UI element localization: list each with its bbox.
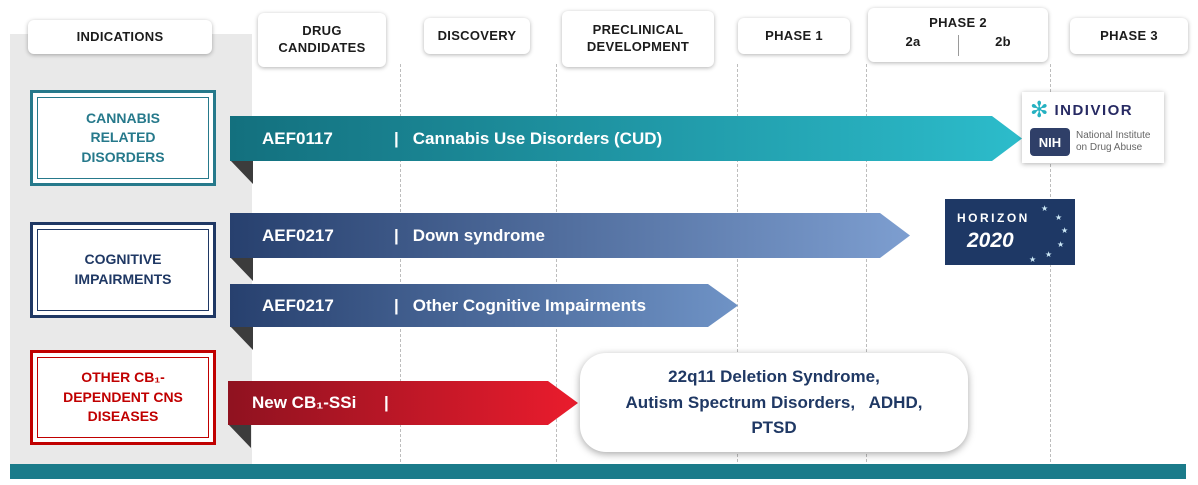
drug-candidate-label: AEF0217 bbox=[262, 225, 334, 245]
divider-pipe: | bbox=[394, 225, 399, 245]
nida-caption: National Institute on Drug Abuse bbox=[1076, 130, 1151, 155]
phase-gridline bbox=[866, 64, 867, 462]
divider-pipe: | bbox=[384, 393, 389, 412]
arrow-indication-label: Cannabis Use Disorders (CUD) bbox=[412, 128, 663, 148]
phase2-sublabels: 2a 2b bbox=[868, 34, 1048, 51]
arrow-indication-label: Down syndrome bbox=[412, 225, 546, 245]
nih-badge: NIH bbox=[1030, 128, 1070, 156]
horizon-2020-logo: HORIZON 2020 ★ ★ ★ ★ ★ ★ bbox=[945, 199, 1075, 265]
arrow-indication-label: Other Cognitive Impairments bbox=[412, 295, 647, 315]
eu-star-icon: ★ bbox=[1055, 213, 1063, 222]
indication-label: COGNITIVE IMPAIRMENTS bbox=[74, 251, 172, 287]
eu-star-icon: ★ bbox=[1029, 255, 1037, 264]
indivior-logo: ✻ INDIVIOR bbox=[1030, 99, 1156, 121]
footer-bar bbox=[10, 464, 1186, 479]
target-indications-box: 22q11 Deletion Syndrome, Autism Spectrum… bbox=[580, 353, 968, 452]
phase2b-label: 2b bbox=[995, 33, 1011, 49]
indication-label: CANNABIS RELATED DISORDERS bbox=[81, 109, 165, 165]
indication-box-cannabis: CANNABIS RELATED DISORDERS bbox=[30, 90, 216, 186]
column-header-discovery: DISCOVERY bbox=[424, 18, 530, 54]
column-header-phase1: PHASE 1 bbox=[738, 18, 850, 54]
eu-star-icon: ★ bbox=[1057, 240, 1065, 249]
nida-caption-line1: National Institute bbox=[1076, 129, 1151, 141]
target-indications-line: 22q11 Deletion Syndrome, bbox=[668, 367, 880, 387]
eu-star-icon: ★ bbox=[1061, 226, 1069, 235]
target-indications-line: PTSD bbox=[751, 418, 797, 438]
indication-label: OTHER CB₁-DEPENDENT CNS DISEASES bbox=[63, 369, 183, 425]
partners-logo-card: ✻ INDIVIOR NIH National Institute on Dru… bbox=[1022, 92, 1164, 163]
pipeline-arrow-new-cb1-ssi: New CB₁-SSi | bbox=[228, 381, 578, 425]
nida-caption-line2: on Drug Abuse bbox=[1076, 142, 1143, 153]
indivior-starburst-icon: ✻ bbox=[1030, 97, 1049, 122]
target-indications-line: Autism Spectrum Disorders, ADHD, bbox=[625, 392, 923, 412]
indivior-wordmark: INDIVIOR bbox=[1054, 101, 1134, 119]
phase2-label: PHASE 2 bbox=[929, 15, 987, 30]
phase-gridline bbox=[737, 64, 738, 462]
drug-candidate-label: AEF0217 bbox=[262, 295, 334, 315]
horizon-wordmark: HORIZON bbox=[957, 211, 1030, 225]
horizon-year: 2020 bbox=[967, 229, 1014, 252]
column-header-phase3: PHASE 3 bbox=[1070, 18, 1188, 54]
phase2-divider-line bbox=[958, 35, 959, 56]
pipeline-arrow-aef0117-cud: AEF0117 | Cannabis Use Disorders (CUD) bbox=[230, 116, 1022, 161]
column-header-drug-candidates: DRUG CANDIDATES bbox=[258, 13, 386, 67]
divider-pipe: | bbox=[394, 128, 399, 148]
pipeline-arrow-aef0217-down-syndrome: AEF0217 | Down syndrome bbox=[230, 213, 910, 258]
drug-candidate-label: New CB₁-SSi bbox=[252, 393, 357, 412]
drug-candidate-label: AEF0117 bbox=[262, 128, 333, 148]
column-header-indications: INDICATIONS bbox=[28, 20, 212, 54]
divider-pipe: | bbox=[394, 295, 399, 315]
indication-box-cb1-cns: OTHER CB₁-DEPENDENT CNS DISEASES bbox=[30, 350, 216, 445]
eu-star-icon: ★ bbox=[1041, 204, 1049, 213]
indication-box-cognitive: COGNITIVE IMPAIRMENTS bbox=[30, 222, 216, 318]
eu-star-icon: ★ bbox=[1045, 250, 1053, 259]
phase-gridline bbox=[556, 64, 557, 462]
column-header-preclinical: PRECLINICAL DEVELOPMENT bbox=[562, 11, 714, 67]
phase2a-label: 2a bbox=[905, 33, 921, 49]
phase-gridline bbox=[400, 64, 401, 462]
column-header-phase2: PHASE 2 2a 2b bbox=[868, 8, 1048, 62]
pipeline-arrow-aef0217-other-cognitive: AEF0217 | Other Cognitive Impairments bbox=[230, 284, 738, 327]
nih-nida-logo: NIH National Institute on Drug Abuse bbox=[1030, 128, 1156, 156]
